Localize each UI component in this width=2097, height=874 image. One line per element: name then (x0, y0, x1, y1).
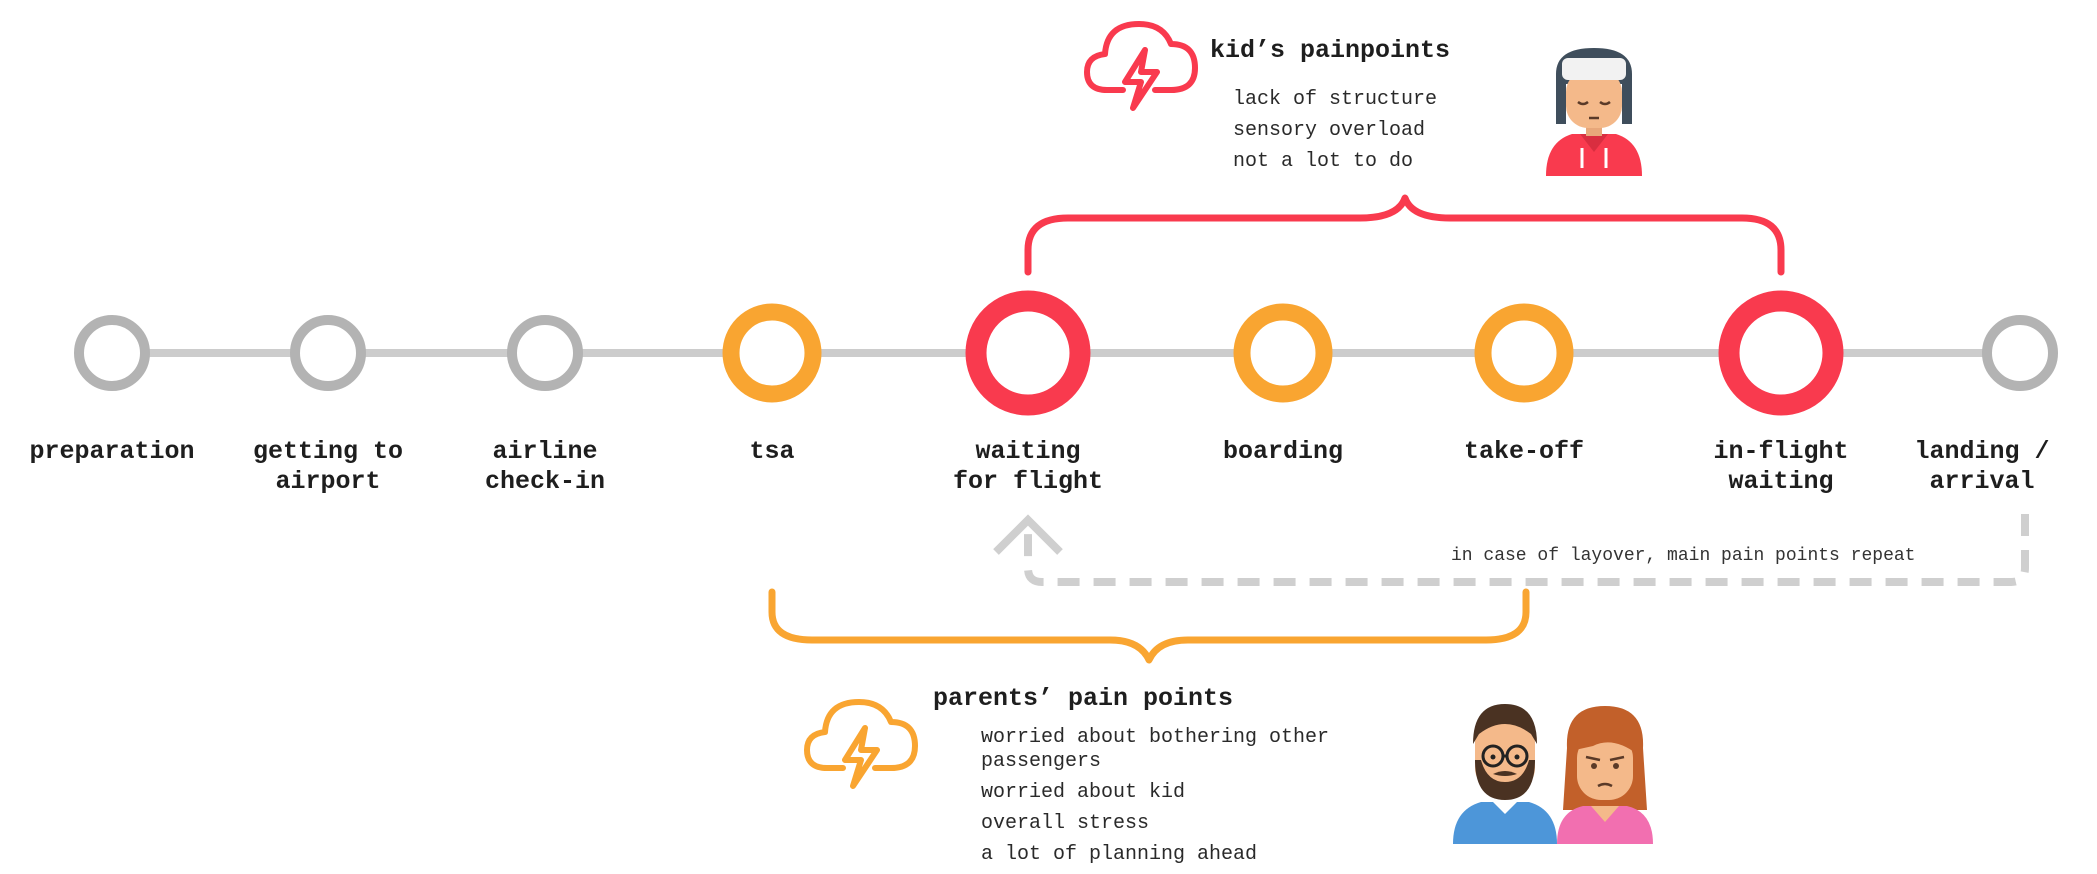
layover-note: in case of layover, main pain points rep… (1451, 546, 1916, 566)
stage-node (74, 315, 150, 391)
storm-cloud-icon (1084, 21, 1198, 111)
list-item: worried about kid (981, 781, 1186, 804)
stage-label: airline check-in (484, 437, 606, 496)
stage-label: preparation (29, 437, 195, 466)
stage-node (290, 315, 366, 391)
stage-node (507, 315, 583, 391)
stage-label: take-off (1463, 437, 1585, 466)
list-item: overall stress (981, 812, 1150, 835)
stage-node (1718, 290, 1844, 416)
layover-loop (1024, 514, 2029, 586)
parent-brace (768, 588, 1530, 664)
stage-label: landing / arrival (1914, 437, 2050, 496)
parents-painpoints-title: parents’ pain points (933, 684, 1234, 713)
stage-label: waiting for flight (952, 437, 1104, 496)
parents-avatar (1453, 704, 1653, 844)
stage-label: in-flight waiting (1713, 437, 1849, 496)
list-item: not a lot to do (1233, 150, 1414, 173)
kid-brace (1024, 194, 1785, 276)
storm-cloud-icon (804, 699, 918, 789)
list-item: lack of structure (1233, 88, 1438, 111)
stage-node (1233, 303, 1333, 403)
kid-painpoints-title: kid’s painpoints (1210, 36, 1451, 65)
stage-label: tsa (749, 437, 795, 466)
stage-node (1474, 303, 1574, 403)
list-item: a lot of planning ahead (981, 843, 1258, 866)
parents-painpoints-list: worried about bothering other passengers… (981, 726, 1391, 874)
stage-circles (74, 290, 2058, 416)
stage-node (722, 303, 822, 403)
kid-avatar (1546, 48, 1642, 176)
list-item: sensory overload (1233, 119, 1426, 142)
stage-label: boarding (1222, 437, 1344, 466)
layover-arrow-head (993, 514, 1063, 555)
list-item: worried about bothering other passengers (981, 726, 1330, 773)
stage-node (1982, 315, 2058, 391)
stage-label: getting to airport (252, 437, 404, 496)
stage-node (965, 290, 1091, 416)
kid-painpoints-list: lack of structure sensory overload not a… (1233, 84, 1437, 177)
